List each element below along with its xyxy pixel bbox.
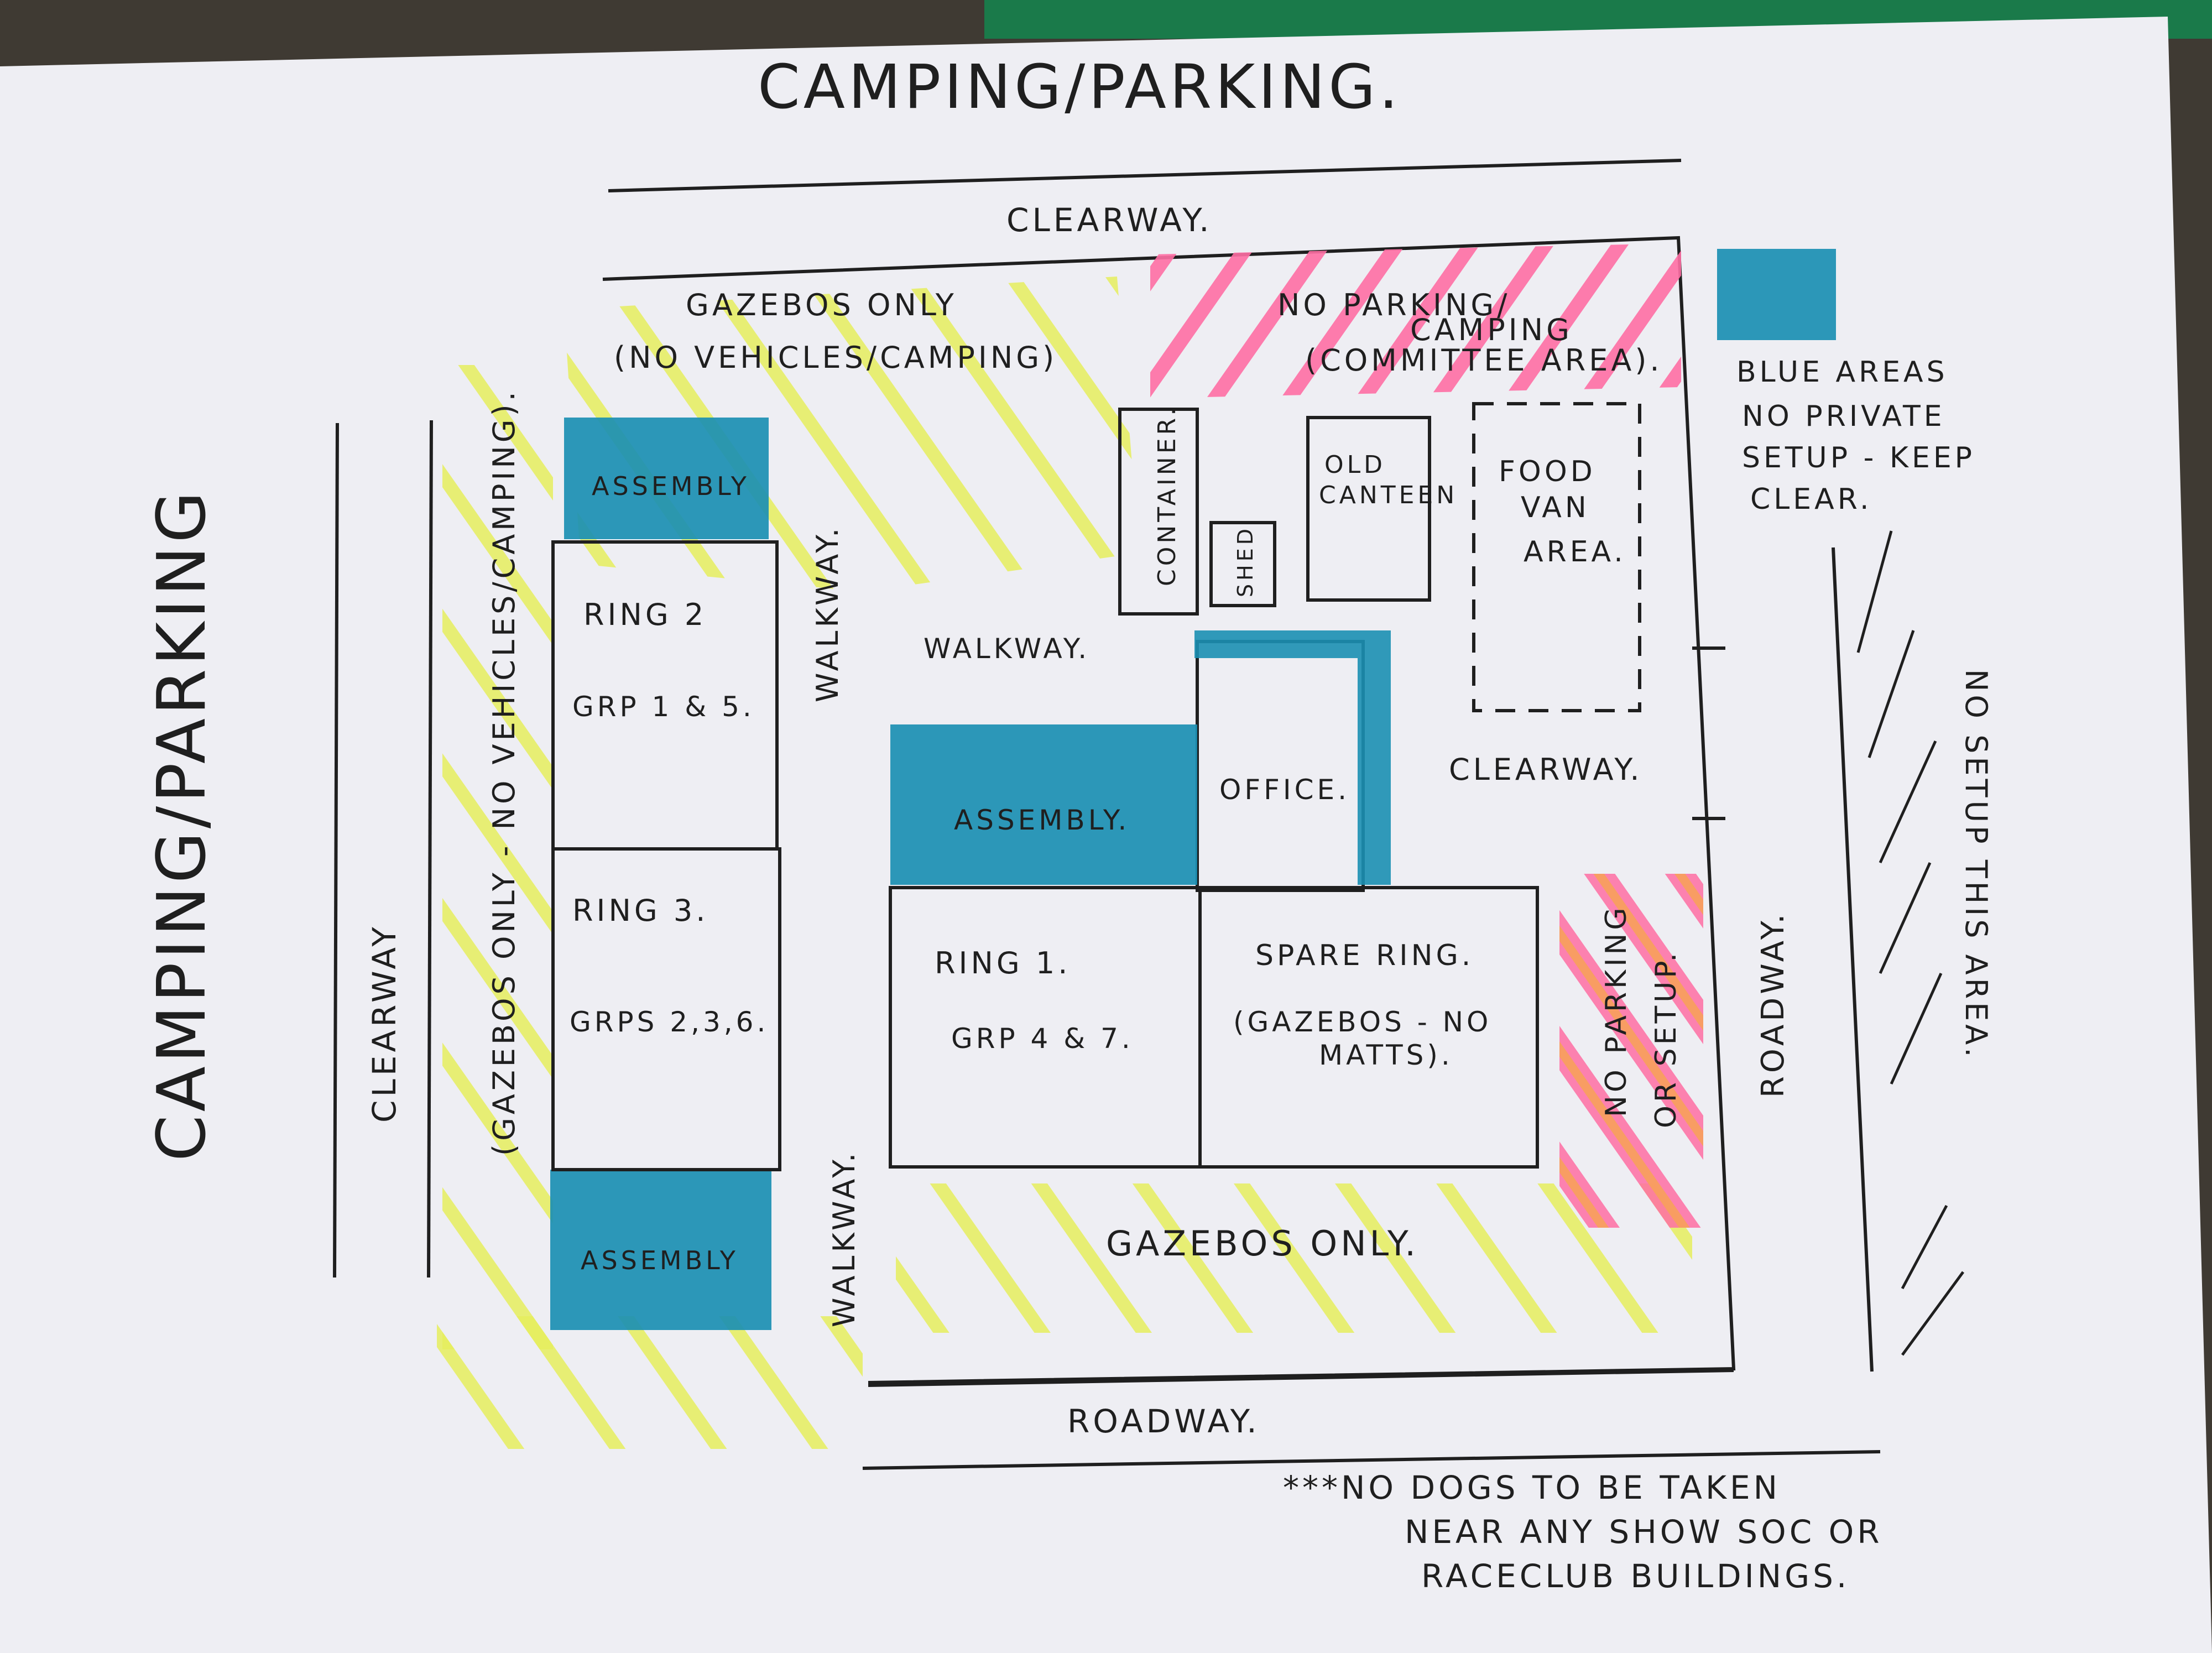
food-van-label-2: VAN bbox=[1521, 491, 1590, 524]
clearway-top-line-upper bbox=[608, 159, 1682, 192]
gazebos-only-zone-bottom bbox=[896, 1183, 1692, 1333]
assembly-office-blue-strip bbox=[1194, 630, 1391, 885]
walkway-lower-label: WALKWAY. bbox=[827, 1150, 862, 1327]
roadway-bottom-line-lower bbox=[862, 1450, 1881, 1470]
no-setup-label: NO SETUP THIS AREA. bbox=[1959, 669, 1994, 1060]
container-label: CONTAINER. bbox=[1153, 404, 1181, 586]
clearway-right-label: CLEARWAY. bbox=[1449, 752, 1643, 787]
committee-label-2: CAMPING bbox=[1410, 312, 1573, 347]
walkway-vertical-label: WALKWAY. bbox=[810, 525, 845, 702]
roadway-right-label: ROADWAY. bbox=[1755, 911, 1791, 1098]
spare-ring-note-2: MATTS). bbox=[1319, 1039, 1453, 1071]
assembly-area-bottom-left bbox=[550, 1170, 771, 1330]
assembly-area-top-left bbox=[564, 418, 769, 539]
clearway-left-line-outer bbox=[333, 423, 339, 1278]
ring-3-groups: GRPS 2,3,6. bbox=[570, 1006, 769, 1038]
dogs-notice-line-3: RACECLUB BUILDINGS. bbox=[1421, 1557, 1850, 1595]
assembly-bottom-left-label: ASSEMBLY bbox=[581, 1245, 739, 1275]
no-parking-hatch bbox=[1559, 874, 1703, 1228]
food-van-area bbox=[1472, 402, 1641, 712]
roadway-bottom-label: ROADWAY. bbox=[1067, 1402, 1260, 1440]
clearway-left-line-inner bbox=[427, 420, 433, 1278]
committee-area-hatch bbox=[1150, 243, 1681, 398]
no-parking-label-1: NO PARKING bbox=[1600, 904, 1633, 1117]
title-left-camping-parking: CAMPING/PARKING bbox=[144, 488, 221, 1161]
legend-line-1: BLUE AREAS bbox=[1736, 356, 1948, 389]
clearway-top-label: CLEARWAY. bbox=[1006, 201, 1213, 239]
old-canteen-label-2: CANTEEN bbox=[1319, 481, 1458, 509]
gazebos-top-label-1: GAZEBOS ONLY bbox=[686, 288, 957, 322]
legend-blue-swatch bbox=[1717, 249, 1836, 340]
committee-label-1: NO PARKING/ bbox=[1277, 288, 1510, 322]
site-boundary bbox=[602, 236, 1736, 1384]
title-top-camping-parking: CAMPING/PARKING. bbox=[758, 51, 1401, 122]
gazebos-only-zone-bottom-left bbox=[437, 1316, 863, 1449]
ring-1-label: RING 1. bbox=[935, 946, 1071, 981]
no-setup-hatch-strokes bbox=[1856, 530, 1965, 1356]
ring-3-label: RING 3. bbox=[572, 893, 708, 928]
no-parking-label-2: OR SETUP. bbox=[1650, 950, 1683, 1128]
assembly-area-center bbox=[890, 724, 1197, 885]
old-canteen-building bbox=[1306, 416, 1431, 602]
container-building bbox=[1118, 408, 1199, 616]
gazebos-top-label-2: (NO VEHICLES/CAMPING) bbox=[614, 340, 1057, 375]
assembly-top-left-label: ASSEMBLY bbox=[592, 471, 750, 501]
shed-building bbox=[1209, 521, 1276, 607]
old-canteen-label-1: OLD bbox=[1324, 451, 1386, 479]
legend-line-4: CLEAR. bbox=[1750, 483, 1872, 516]
legend-line-2: NO PRIVATE bbox=[1742, 400, 1945, 433]
food-van-label-1: FOOD bbox=[1499, 455, 1596, 488]
ring-1-groups: GRP 4 & 7. bbox=[951, 1023, 1134, 1055]
gazebos-bottom-label: GAZEBOS ONLY. bbox=[1106, 1223, 1419, 1264]
food-van-label-3: AREA. bbox=[1524, 535, 1626, 569]
spare-ring-note-1: (GAZEBOS - NO bbox=[1233, 1006, 1491, 1038]
gazebos-left-label: (GAZEBOS ONLY - NO VEHICLES/CAMPING). bbox=[487, 388, 521, 1156]
no-setup-boundary-line bbox=[1832, 547, 1874, 1372]
ring-2-label: RING 2 bbox=[583, 597, 707, 632]
roadway-bottom-line-upper bbox=[868, 1369, 1734, 1387]
dogs-notice-line-1: ***NO DOGS TO BE TAKEN bbox=[1283, 1469, 1781, 1506]
office-label: OFFICE. bbox=[1219, 774, 1350, 806]
dogs-notice-line-2: NEAR ANY SHOW SOC OR bbox=[1405, 1513, 1883, 1551]
gazebos-only-zone-left bbox=[442, 365, 553, 1349]
assembly-center-label: ASSEMBLY. bbox=[954, 804, 1130, 836]
legend-line-3: SETUP - KEEP bbox=[1742, 441, 1975, 474]
shed-label: SHED bbox=[1233, 525, 1258, 597]
ring-2-groups: GRP 1 & 5. bbox=[572, 691, 755, 723]
ring-3 bbox=[551, 847, 781, 1171]
spare-ring-label: SPARE RING. bbox=[1255, 939, 1474, 972]
clearway-left-label: CLEARWAY bbox=[366, 924, 403, 1123]
committee-label-3: (COMMITTEE AREA). bbox=[1305, 343, 1663, 378]
walkway-mid-label: WALKWAY. bbox=[924, 633, 1090, 665]
spare-ring bbox=[1198, 886, 1539, 1169]
